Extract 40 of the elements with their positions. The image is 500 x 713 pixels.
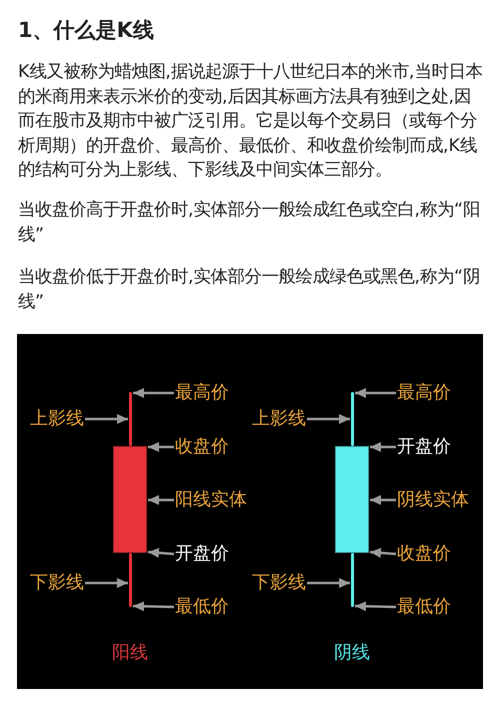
candle-wick (129, 392, 132, 446)
candle-wick (129, 553, 132, 607)
leader-arrow (85, 414, 128, 424)
callout-label: 阳线实体 (175, 489, 247, 511)
callout-label: 阴线实体 (397, 489, 469, 511)
candle-caption: 阴线 (334, 642, 370, 664)
candle-body (113, 446, 147, 553)
callout-label: 最低价 (175, 596, 229, 618)
callout-label: 收盘价 (175, 436, 229, 458)
callout-label: 下影线 (30, 572, 84, 594)
callout-label: 上影线 (252, 408, 306, 430)
candle-body (335, 446, 369, 553)
callout-label: 收盘价 (397, 543, 451, 565)
leader-arrow (370, 442, 396, 452)
callout-label: 最低价 (397, 596, 451, 618)
paragraph: K线又被称为蜡烛图,据说起源于十八世纪日本的米市,当时日本的米商用来表示米价的变动,后因其标画方法具有独到之处,因而在股市及期市中被广泛引用。它是以每个交易日（或每个分析周期）的开盘价、最高价、最低价、和收盘价绘制而成,K线的结构可分为上影线、下影线及中间实体三部分。 (18, 61, 484, 182)
leader-arrow (354, 601, 396, 612)
callout-label: 开盘价 (397, 436, 451, 458)
leader-arrow (355, 388, 396, 398)
leader-arrow (307, 578, 350, 588)
leader-arrow (148, 495, 174, 505)
candle-wick (351, 392, 354, 446)
leader-arrow (148, 442, 174, 452)
leader-arrow (370, 495, 396, 505)
candle-caption: 阳线 (112, 642, 148, 664)
leader-arrow (307, 414, 350, 424)
candle-wick (351, 553, 354, 607)
leader-arrow (85, 578, 128, 588)
section-heading: 1、什么是K线 (18, 17, 154, 44)
paragraph: 当收盘价高于开盘价时,实体部分一般绘成红色或空白,称为“阳线” (18, 199, 482, 247)
leader-arrow (132, 601, 174, 612)
callout-label: 下影线 (252, 572, 306, 594)
paragraph: 当收盘价低于开盘价时,实体部分一般绘成绿色或黑色,称为“阴线” (18, 266, 482, 314)
callout-label: 最高价 (175, 382, 229, 404)
leader-arrow (148, 548, 174, 558)
callout-label: 上影线 (30, 408, 84, 430)
leader-arrow (133, 388, 174, 398)
leader-arrow (370, 548, 396, 558)
callout-label: 最高价 (397, 382, 451, 404)
callout-label: 开盘价 (175, 543, 229, 565)
